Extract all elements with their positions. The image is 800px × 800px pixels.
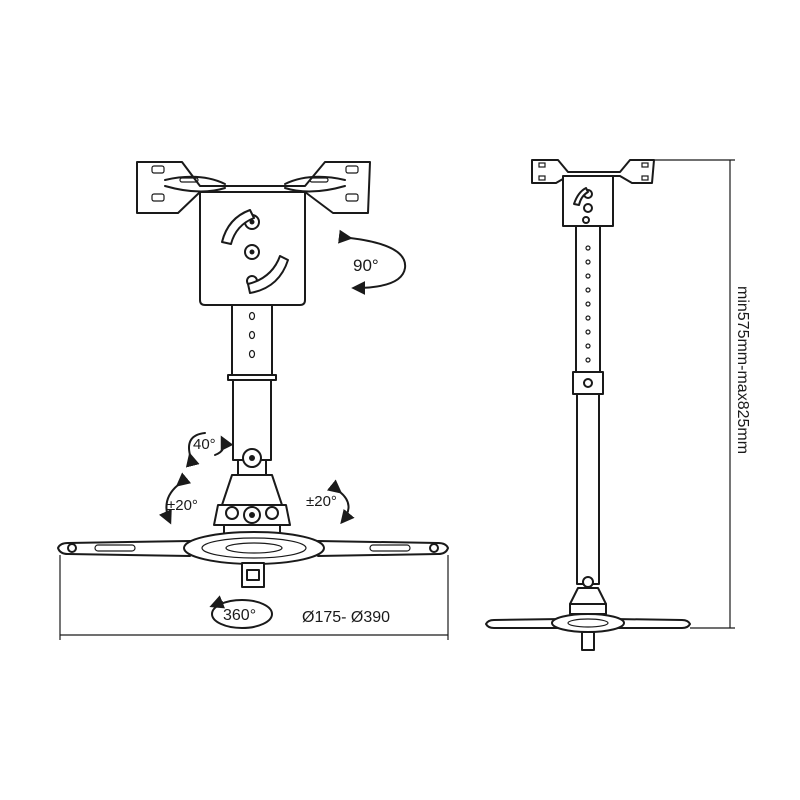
outer-pole-small [575,225,601,377]
adjustment-plate-small [562,175,614,227]
tilt-right-indicator: ±20° [306,479,355,525]
diameter-dimension: Ø175- Ø390 [59,555,449,640]
extension-pole-outer [227,304,277,381]
detail-view: 90° 40° [57,161,449,640]
tilt-40-label: 40° [193,436,216,453]
adjustment-plate [199,191,306,306]
extension-pole-inner [232,379,272,461]
tilt-left-label: ±20° [167,497,198,514]
ceiling-plate [136,161,371,214]
collar-small [572,371,604,395]
inner-pole-small [576,393,600,585]
rotation-360-indicator: 360° [209,595,273,629]
projector-arms [57,531,449,565]
rotate-90-label: 90° [353,256,379,275]
diameter-label: Ø175- Ø390 [302,609,390,626]
tilt-left-indicator: ±20° [158,472,198,525]
arms-small [485,613,691,651]
rotation-90-indicator: 90° [338,229,407,295]
tilt-right-label: ±20° [306,493,337,510]
tilt-joint [213,448,291,536]
height-label: min575mm-max825mm [734,286,751,454]
joint-small [569,576,607,615]
height-dimension: min575mm-max825mm [654,159,751,629]
full-length-view: min575mm-max825mm [485,159,751,651]
adjustment-screw [241,562,265,588]
tilt-40-indicator: 40° [185,432,234,468]
rotate-360-label: 360° [223,607,256,624]
